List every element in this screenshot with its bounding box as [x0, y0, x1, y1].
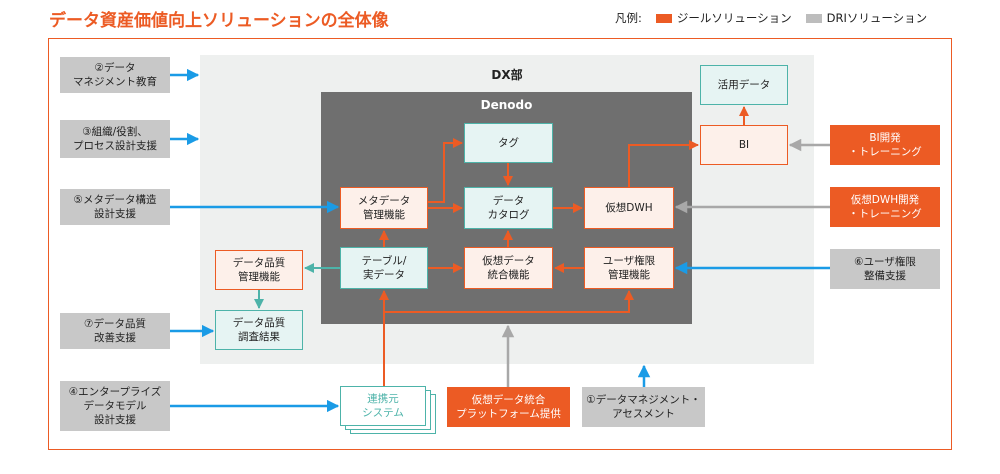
node-virtual-dwh: 仮想DWH: [584, 187, 674, 229]
legend-item-zeal: ジールソリューション: [655, 10, 792, 26]
page-title: データ資産価値向上ソリューションの全体像: [49, 11, 389, 31]
legend-text-dri: DRIソリューション: [826, 11, 928, 25]
arrow-metadata-to-tag: [428, 138, 463, 203]
service-metadata-design: ⑤メタデータ構造 設計支援: [60, 189, 170, 225]
node-data-catalog: データ カタログ: [464, 187, 553, 229]
node-metadata-mgmt: メタデータ 管理機能: [340, 187, 428, 229]
legend-item-dri: DRIソリューション: [805, 10, 928, 26]
service-dq-improvement: ⑦データ品質 改善支援: [60, 313, 170, 349]
legend-swatch-gray: [805, 13, 822, 23]
legend-swatch-orange: [655, 13, 672, 23]
node-dq-result: データ品質 調査結果: [215, 310, 303, 350]
node-source-systems: 連携元 システム: [340, 386, 436, 434]
dx-region-label: DX部: [491, 68, 523, 82]
node-active-data: 活用データ: [700, 65, 788, 105]
service-data-mgmt-assessment: ①データマネジメント・ アセスメント: [582, 387, 705, 427]
legend-label: 凡例:: [615, 11, 642, 25]
service-org-process-design: ③組織/役割、 プロセス設計支援: [60, 120, 170, 158]
service-data-mgmt-education: ②データ マネジメント教育: [60, 57, 170, 93]
legend: 凡例: ジールソリューション DRIソリューション: [615, 10, 927, 26]
service-bi-dev-training: BI開発 ・トレーニング: [830, 125, 940, 165]
node-virtual-data-integration: 仮想データ 統合機能: [464, 247, 553, 289]
denodo-region-label: Denodo: [480, 98, 533, 112]
service-vdwh-dev-training: 仮想DWH開発 ・トレーニング: [830, 187, 940, 227]
service-user-auth-setup: ⑥ユーザ権限 整備支援: [830, 249, 940, 289]
arrow-vdwh-to-bi: [628, 140, 699, 187]
node-dq-mgmt: データ品質 管理機能: [215, 250, 303, 290]
service-platform-provision: 仮想データ統合 プラットフォーム提供: [447, 387, 570, 427]
node-table-data: テーブル/ 実データ: [340, 247, 428, 289]
source-page-front: 連携元 システム: [340, 386, 426, 426]
node-tag: タグ: [464, 123, 553, 163]
node-user-auth-mgmt: ユーザ権限 管理機能: [584, 247, 674, 289]
diagram-frame: [48, 38, 952, 450]
node-bi: BI: [700, 125, 788, 165]
arrow-source-to-user-auth: [384, 290, 634, 313]
legend-text-zeal: ジールソリューション: [676, 11, 792, 25]
service-enterprise-data-model: ④エンタープライズ データモデル 設計支援: [60, 381, 170, 431]
